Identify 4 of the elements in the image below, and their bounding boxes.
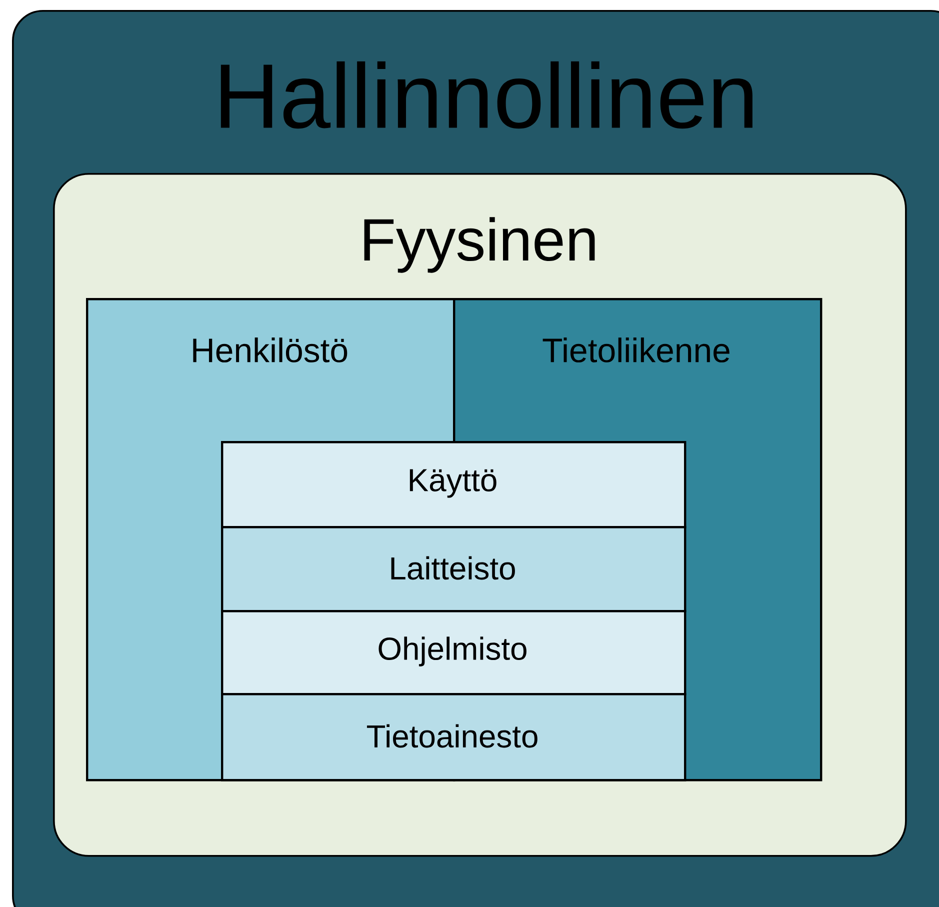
layer-box: Tietoainesto	[221, 693, 686, 782]
layer-box: Laitteisto	[221, 526, 686, 612]
layer-box: Käyttö	[221, 441, 686, 528]
layer-box: Ohjelmisto	[221, 610, 686, 696]
